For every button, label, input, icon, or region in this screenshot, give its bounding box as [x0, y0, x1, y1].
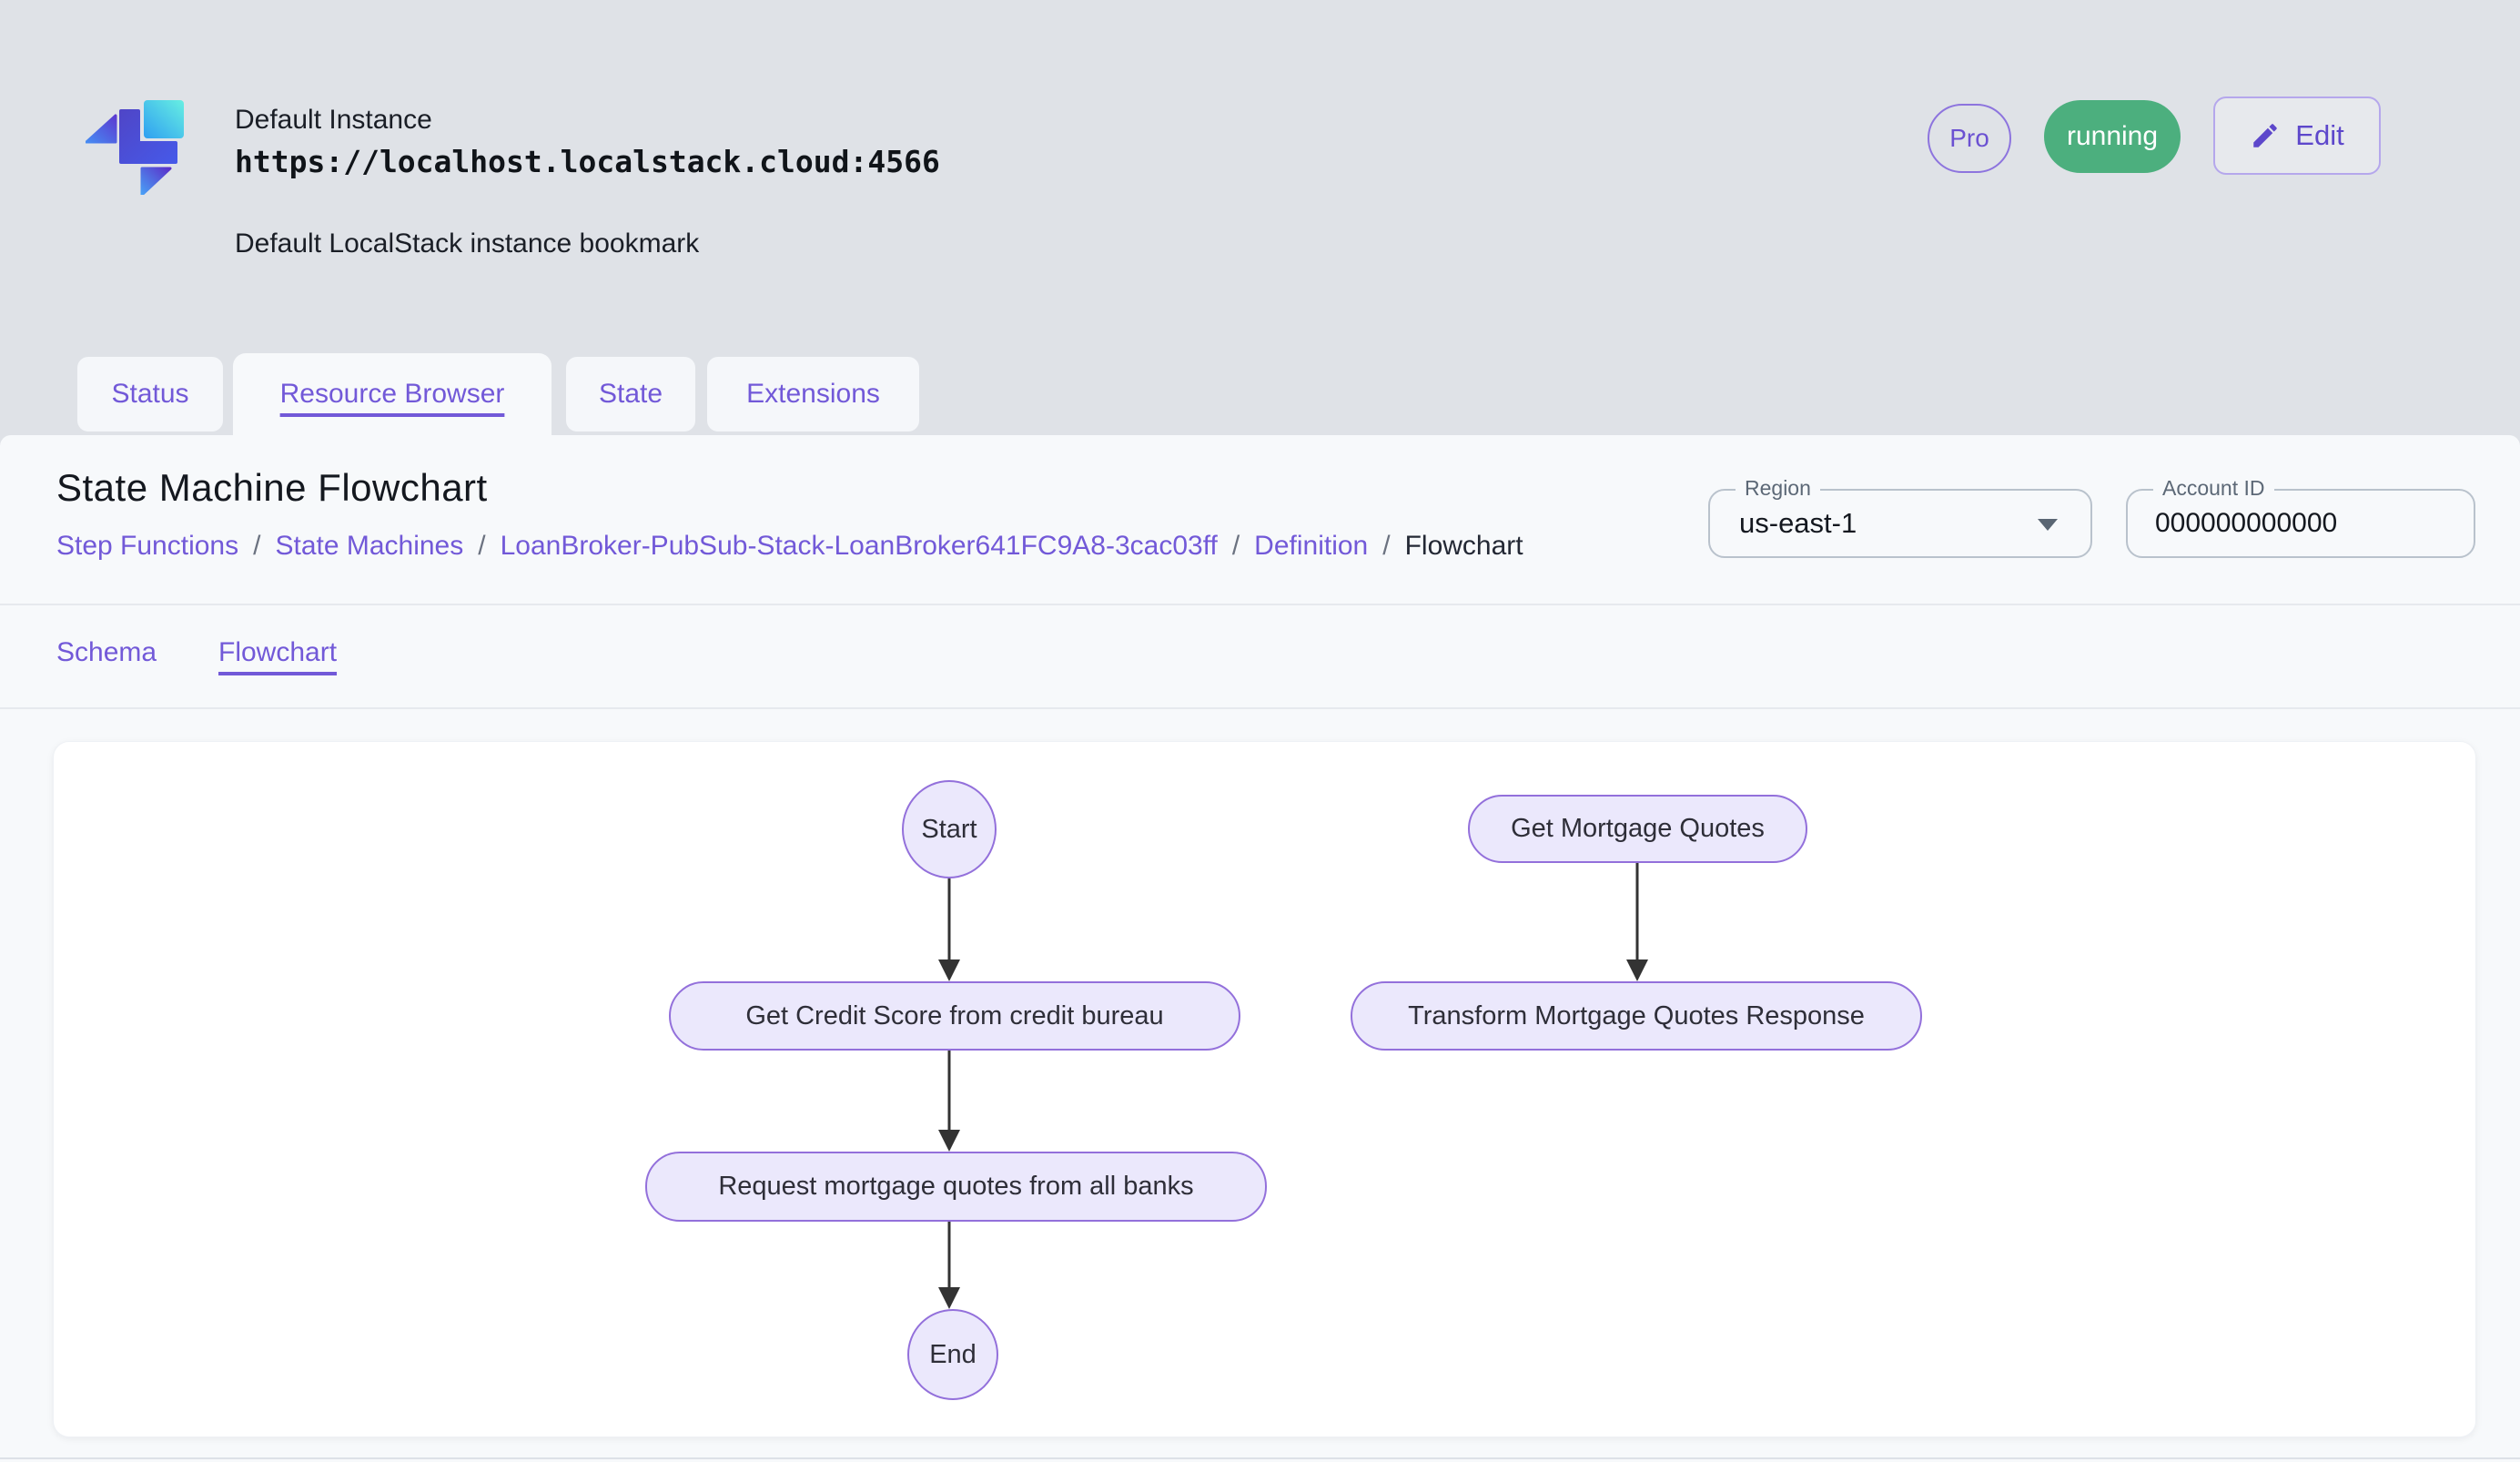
arrowhead-icon: [938, 1130, 960, 1152]
flowchart-node-request-quotes: Request mortgage quotes from all banks: [645, 1152, 1267, 1222]
instance-info: Default Instance https://localhost.local…: [235, 102, 940, 262]
arrowhead-icon: [938, 1287, 960, 1309]
instance-url: https://localhost.localstack.cloud:4566: [235, 144, 940, 179]
node-label: Transform Mortgage Quotes Response: [1408, 1000, 1865, 1031]
chevron-down-icon: [2038, 519, 2058, 531]
instance-description: Default LocalStack instance bookmark: [235, 228, 700, 259]
breadcrumb-separator: /: [1231, 531, 1240, 561]
flowchart-arrow-get-credit-score-to-request-quotes: [938, 1051, 960, 1152]
flowchart-node-end: End: [907, 1309, 998, 1400]
breadcrumb-step-functions[interactable]: Step Functions: [56, 531, 239, 561]
edit-button[interactable]: Edit: [2213, 96, 2381, 175]
breadcrumb-separator: /: [253, 531, 261, 561]
localstack-logo: [86, 100, 184, 195]
arrowhead-icon: [1626, 959, 1648, 981]
flowchart-arrow-request-quotes-to-end: [938, 1222, 960, 1309]
breadcrumb: Step Functions / State Machines / LoanBr…: [56, 531, 1523, 562]
flowchart-node-get-credit-score: Get Credit Score from credit bureau: [669, 981, 1240, 1051]
flowchart-node-start: Start: [902, 780, 997, 878]
node-label: End: [929, 1339, 977, 1369]
pro-badge: Pro: [1928, 104, 2011, 173]
node-label: Get Mortgage Quotes: [1511, 814, 1765, 843]
tab-status[interactable]: Status: [77, 357, 223, 431]
instance-name: Default Instance: [235, 105, 432, 135]
pencil-icon: [2253, 124, 2278, 147]
tab-extensions[interactable]: Extensions: [707, 357, 919, 431]
breadcrumb-state-machines[interactable]: State Machines: [275, 531, 464, 561]
tab-state[interactable]: State: [566, 357, 695, 431]
flowchart-arrow-get-mortgage-quotes-to-transform-response: [1626, 863, 1648, 981]
region-select-value: us-east-1: [1739, 507, 1857, 539]
subtab-flowchart[interactable]: Flowchart: [218, 637, 338, 667]
account-id-field: Account ID: [2126, 476, 2475, 558]
node-label: Start: [921, 814, 977, 844]
account-id-input[interactable]: [2155, 491, 2446, 556]
breadcrumb-state-machine-name[interactable]: LoanBroker-PubSub-Stack-LoanBroker641FC9…: [500, 531, 1218, 561]
pro-badge-label: Pro: [1949, 124, 1989, 152]
flowchart-node-transform-response: Transform Mortgage Quotes Response: [1351, 981, 1922, 1051]
node-label: Request mortgage quotes from all banks: [718, 1172, 1194, 1201]
flowchart-canvas: Start Get Mortgage Quotes Get Credit Sco…: [53, 741, 2476, 1437]
tab-state-label: State: [598, 379, 663, 409]
flowchart-arrow-start-to-get-credit-score: [938, 878, 960, 981]
tab-extensions-label: Extensions: [746, 379, 880, 409]
subtab-divider: [0, 707, 2520, 709]
breadcrumb-flowchart: Flowchart: [1404, 531, 1523, 561]
flowchart-node-get-mortgage-quotes: Get Mortgage Quotes: [1468, 795, 1807, 863]
breadcrumb-definition[interactable]: Definition: [1254, 531, 1369, 561]
page-title: State Machine Flowchart: [56, 466, 488, 509]
edit-button-label: Edit: [2295, 119, 2344, 151]
tab-resource-browser[interactable]: Resource Browser: [233, 353, 552, 435]
subtab-schema[interactable]: Schema: [56, 637, 157, 667]
header-divider: [0, 604, 2520, 605]
tab-resource-browser-label: Resource Browser: [279, 379, 505, 409]
breadcrumb-separator: /: [478, 531, 486, 561]
node-label: Get Credit Score from credit bureau: [745, 1000, 1164, 1031]
status-badge-label: running: [2066, 121, 2159, 151]
bottom-divider: [0, 1457, 2520, 1459]
status-badge: running: [2044, 100, 2181, 173]
region-select-label: Region: [1736, 476, 1820, 501]
tab-status-label: Status: [111, 379, 189, 409]
breadcrumb-separator: /: [1382, 531, 1391, 561]
arrowhead-icon: [938, 959, 960, 981]
region-select[interactable]: Region us-east-1: [1708, 476, 2092, 558]
